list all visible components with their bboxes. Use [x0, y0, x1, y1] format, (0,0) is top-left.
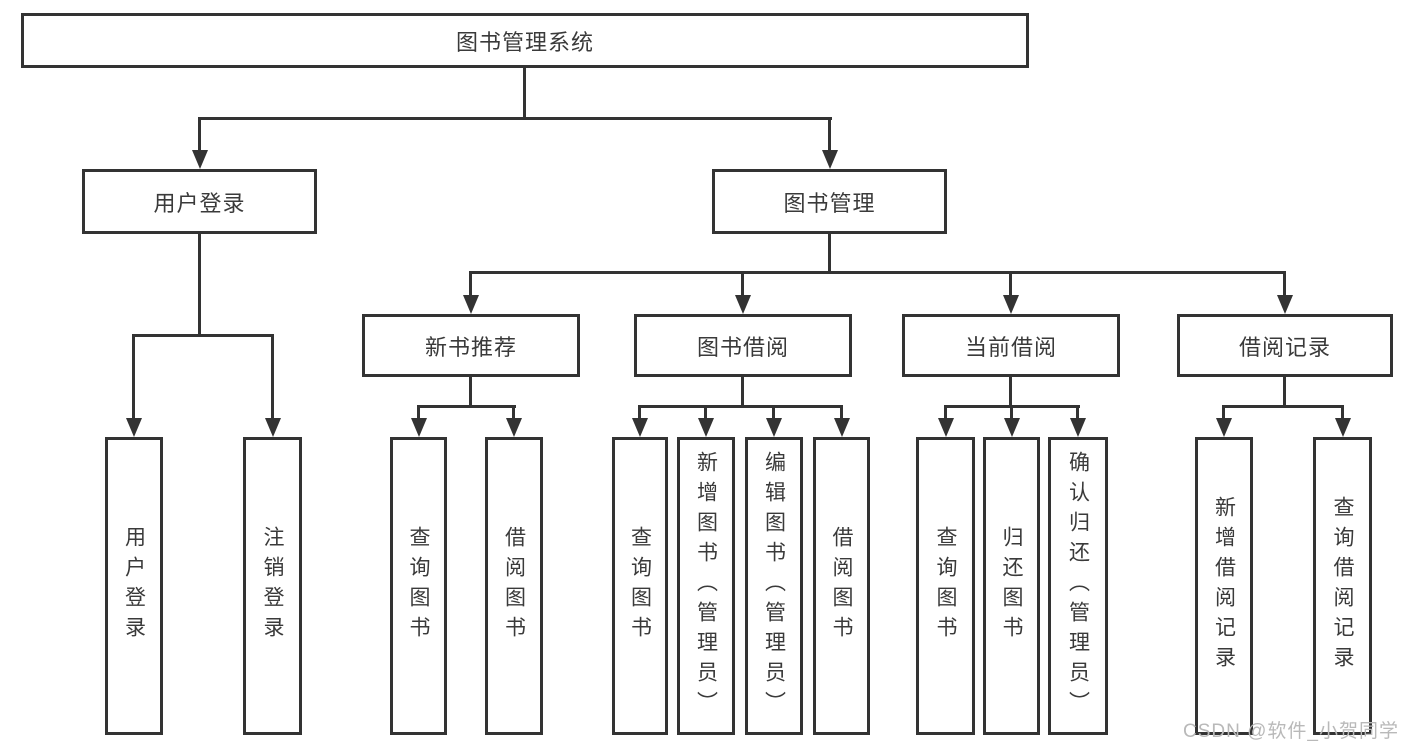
arrow-to-borrow-records [1283, 271, 1286, 295]
node-library-management-system: 图书管理系统 [21, 13, 1029, 68]
arrow-to-book-management [828, 117, 831, 150]
connector-book-management-stem [828, 234, 831, 272]
arrow-to-query-books-current [944, 405, 947, 418]
connector-recommend-stem [469, 377, 472, 406]
leaf-borrow-books-borrow: 借阅图书 [813, 437, 870, 735]
leaf-edit-book-admin: 编辑图书（管理员） [745, 437, 803, 735]
leaf-label: 新增借阅记录 [1212, 496, 1236, 676]
node-borrow-records: 借阅记录 [1177, 314, 1393, 377]
leaf-user-login: 用户登录 [105, 437, 163, 735]
leaf-add-borrow-record: 新增借阅记录 [1195, 437, 1253, 735]
node-book-management: 图书管理 [712, 169, 947, 234]
node-current-borrow: 当前借阅 [902, 314, 1120, 377]
arrow-to-confirm-return-admin [1076, 405, 1079, 418]
leaf-label: 归还图书 [1000, 526, 1023, 646]
node-label: 图书借阅 [696, 334, 789, 360]
connector-borrow-stem [741, 377, 744, 406]
leaf-label: 查询图书 [934, 526, 957, 646]
leaf-label: 查询借阅记录 [1331, 496, 1354, 676]
arrow-to-new-book-recommend [469, 271, 472, 295]
node-book-borrow: 图书借阅 [634, 314, 852, 377]
connector-records-bar [1222, 405, 1344, 408]
leaf-query-borrow-record: 查询借阅记录 [1313, 437, 1372, 735]
arrow-to-query-books-borrow [638, 405, 641, 418]
leaf-label: 编辑图书（管理员） [762, 451, 786, 721]
leaf-query-books-current: 查询图书 [916, 437, 975, 735]
arrow-to-borrow-books-recommend [512, 405, 515, 418]
arrow-to-add-book-admin [704, 405, 707, 418]
node-label: 借阅记录 [1238, 334, 1331, 360]
node-label: 新书推荐 [424, 334, 517, 360]
node-label: 图书管理 [783, 190, 876, 216]
arrow-to-leaf-user-login [132, 334, 135, 418]
connector-root-stem [523, 68, 526, 118]
connector-current-stem [1009, 377, 1012, 406]
leaf-label: 注销登录 [261, 526, 284, 646]
connector-recommend-bar [417, 405, 516, 408]
leaf-label: 用户登录 [122, 526, 146, 646]
node-label: 当前借阅 [964, 334, 1057, 360]
leaf-logout: 注销登录 [243, 437, 302, 735]
leaf-label: 借阅图书 [830, 526, 853, 646]
arrow-to-book-borrow [741, 271, 744, 295]
node-user-login: 用户登录 [82, 169, 317, 234]
arrow-to-edit-book-admin [772, 405, 775, 418]
leaf-label: 查询图书 [407, 526, 430, 646]
leaf-label: 确认归还（管理员） [1066, 451, 1090, 721]
connector-root-bar [198, 117, 832, 120]
leaf-label: 查询图书 [628, 526, 652, 646]
leaf-label: 借阅图书 [502, 526, 526, 646]
leaf-borrow-books-recommend: 借阅图书 [485, 437, 543, 735]
leaf-return-books: 归还图书 [983, 437, 1040, 735]
leaf-confirm-return-admin: 确认归还（管理员） [1048, 437, 1108, 735]
connector-user-login-bar [132, 334, 273, 337]
node-new-book-recommend: 新书推荐 [362, 314, 580, 377]
arrow-to-current-borrow [1009, 271, 1012, 295]
connector-borrow-bar [638, 405, 843, 408]
leaf-query-books-recommend: 查询图书 [390, 437, 447, 735]
arrow-to-return-books [1010, 405, 1013, 418]
connector-records-stem [1283, 377, 1286, 406]
arrow-to-query-books-recommend [417, 405, 420, 418]
connector-user-login-stem [198, 234, 201, 335]
leaf-label: 新增图书（管理员） [694, 451, 718, 721]
arrow-to-borrow-books-borrow [840, 405, 843, 418]
arrow-to-add-borrow-record [1222, 405, 1225, 418]
leaf-query-books-borrow: 查询图书 [612, 437, 668, 735]
csdn-watermark: CSDN @软件_小贺同学 [1183, 721, 1399, 742]
arrow-to-query-borrow-record [1341, 405, 1344, 418]
arrow-to-leaf-logout [271, 334, 274, 418]
connector-book-management-bar [469, 271, 1286, 274]
arrow-to-user-login [198, 117, 201, 150]
node-label: 用户登录 [153, 190, 246, 216]
node-label: 图书管理系统 [455, 29, 594, 55]
leaf-add-book-admin: 新增图书（管理员） [677, 437, 735, 735]
